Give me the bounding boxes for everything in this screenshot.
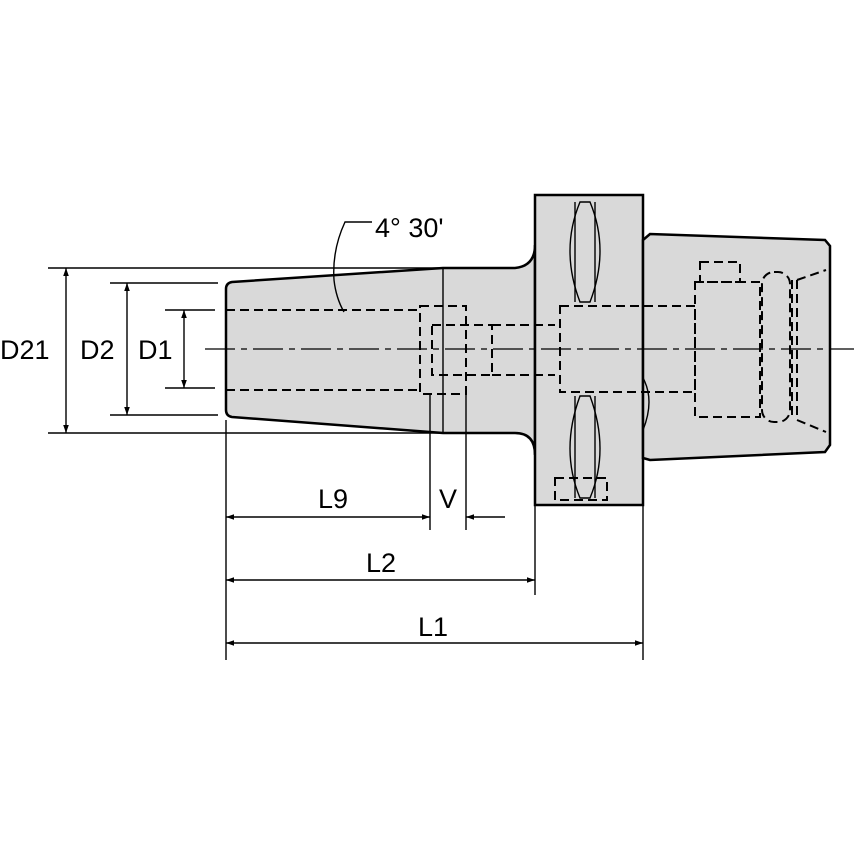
l1-label: L1 [418,612,448,642]
angle-label: 4° 30' [375,213,444,243]
rear-body [641,232,832,462]
d2-label: D2 [80,335,115,365]
v-label: V [439,484,457,514]
l9-label: L9 [318,484,348,514]
d21-label: D21 [0,335,50,365]
taper-shank [224,244,537,456]
l2-label: L2 [366,548,396,578]
angle-leader [333,221,372,313]
flange [533,193,645,507]
d1-label: D1 [138,335,173,365]
drive-slots [569,201,650,499]
